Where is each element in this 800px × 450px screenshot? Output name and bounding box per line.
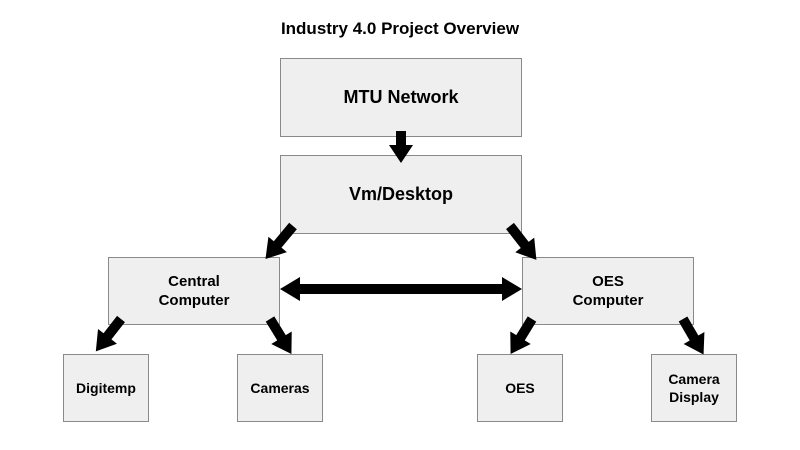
- node-oes-computer: OES Computer: [522, 257, 694, 325]
- node-camera-display: Camera Display: [651, 354, 737, 422]
- node-label: OES: [505, 379, 535, 396]
- node-label: Camera Display: [668, 370, 720, 405]
- node-digitemp: Digitemp: [63, 354, 149, 422]
- arrow-vm-to-oes: [506, 222, 537, 260]
- node-oes: OES: [477, 354, 563, 422]
- arrow-oescomp-to-oes: [510, 316, 537, 354]
- arrow-central-to-cameras: [265, 316, 292, 354]
- node-label: Central Computer: [158, 272, 230, 310]
- arrow-mtu-to-vm: [389, 131, 413, 163]
- arrow-central-to-digitemp: [95, 315, 125, 352]
- node-label: MTU Network: [343, 86, 459, 107]
- node-label: Digitemp: [76, 379, 136, 396]
- node-label: OES Computer: [572, 272, 644, 310]
- arrow-central-oes-bidirectional: [280, 277, 522, 301]
- node-label: Cameras: [250, 379, 310, 396]
- node-vm-desktop: Vm/Desktop: [280, 155, 522, 234]
- node-label: Vm/Desktop: [348, 183, 454, 204]
- diagram-title: Industry 4.0 Project Overview: [280, 19, 520, 38]
- node-cameras: Cameras: [237, 354, 323, 422]
- arrow-vm-to-central: [265, 222, 297, 260]
- arrow-oescomp-to-camera-display: [678, 316, 705, 355]
- node-central-computer: Central Computer: [108, 257, 280, 325]
